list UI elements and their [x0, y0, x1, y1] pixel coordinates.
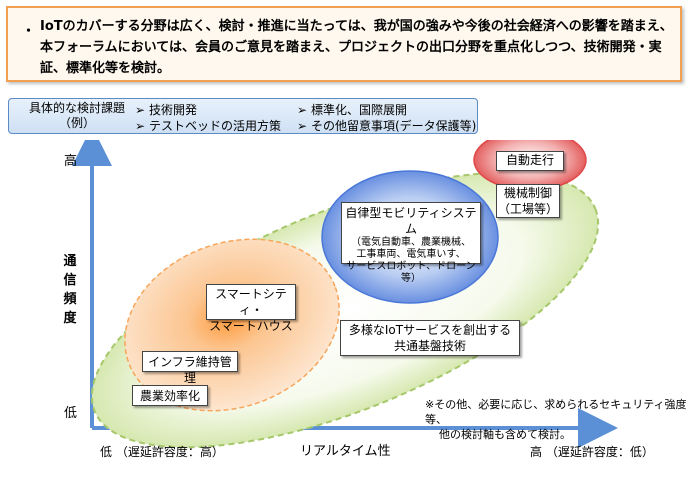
arrow-icon: ➢	[135, 119, 146, 133]
topic-item: ➢その他留意事項(データ保護等)	[297, 117, 476, 134]
autonomous-driving-label: 自動走行	[496, 151, 564, 171]
machine-control-line1: 機械制御	[503, 186, 552, 200]
platform-line1: 多様なIoTサービスを創出する	[348, 323, 512, 337]
mobility-line3: 工事車両、電気車いす、	[356, 249, 466, 260]
topics-label-line2: （例）	[58, 116, 95, 130]
y-axis-low-label: 低	[64, 406, 78, 421]
topics-label-line1: 具体的な検討課題	[28, 101, 125, 115]
infrastructure-label: インフラ維持管理	[142, 351, 238, 385]
topics-box: 具体的な検討課題 （例） ➢技術開発 ➢テストベッドの活用方策 ➢標準化、国際展…	[8, 98, 478, 134]
machine-control-line2: （工場等）	[497, 202, 558, 216]
x-axis-low-label: 低 （遅延許容度：高）	[100, 445, 224, 459]
topic-item-label: 標準化、国際展開	[311, 103, 408, 117]
topic-item-label: 技術開発	[149, 103, 198, 117]
platform-line2: 共通基盤技術	[393, 339, 466, 353]
mobility-line4: サービスロボット、ドローン等）	[346, 261, 476, 284]
summary-bullet: ・	[22, 24, 36, 39]
arrow-icon: ➢	[297, 103, 308, 117]
platform-technology-label: 多様なIoTサービスを創出する 共通基盤技術	[340, 320, 520, 356]
smart-city-line2: スマートハウス	[209, 319, 293, 333]
y-axis-title: 通信頻度	[63, 254, 77, 326]
topic-item: ➢技術開発	[135, 101, 197, 118]
topic-item-label: その他留意事項(データ保護等)	[311, 119, 477, 133]
note-line1: ※その他、必要に応じ、求められるセキュリティ強度等、	[425, 398, 687, 426]
diagram: 高 低 通信頻度 低 （遅延許容度：高） リアルタイム性 高 （遅延許容度：低）…	[0, 140, 700, 496]
topic-item: ➢テストベッドの活用方策	[135, 117, 281, 134]
arrow-icon: ➢	[135, 103, 146, 117]
arrow-icon: ➢	[297, 119, 308, 133]
topic-item: ➢標準化、国際展開	[297, 101, 407, 118]
note: ※その他、必要に応じ、求められるセキュリティ強度等、 他の検討軸も含めて検討。	[425, 397, 700, 442]
x-axis-high-label: 高 （遅延許容度：低）	[530, 445, 654, 459]
topics-label: 具体的な検討課題 （例）	[11, 101, 143, 131]
mobility-title: 自律型モビリティシステム	[345, 206, 477, 236]
mobility-system-label: 自律型モビリティシステム （電気自動車、農業機械、 工事車両、電気車いす、 サー…	[341, 202, 481, 284]
machine-control-label: 機械制御 （工場等）	[496, 184, 560, 218]
mobility-line2: （電気自動車、農業機械、	[351, 237, 471, 248]
y-axis-high-label: 高	[64, 154, 78, 169]
agriculture-label: 農業効率化	[132, 385, 208, 406]
note-line2: 他の検討軸も含めて検討。	[439, 428, 571, 441]
summary-box: ・ IoTのカバーする分野は広く、検討・推進に当たっては、我が国の強みや今後の社…	[6, 6, 682, 82]
smart-city-label: スマートシティ・ スマートハウス	[206, 284, 296, 333]
topic-item-label: テストベッドの活用方策	[149, 119, 282, 133]
summary-text: IoTのカバーする分野は広く、検討・推進に当たっては、我が国の強みや今後の社会経…	[40, 19, 673, 76]
smart-city-line1: スマートシティ・	[215, 287, 287, 317]
x-axis-title: リアルタイム性	[300, 444, 391, 459]
